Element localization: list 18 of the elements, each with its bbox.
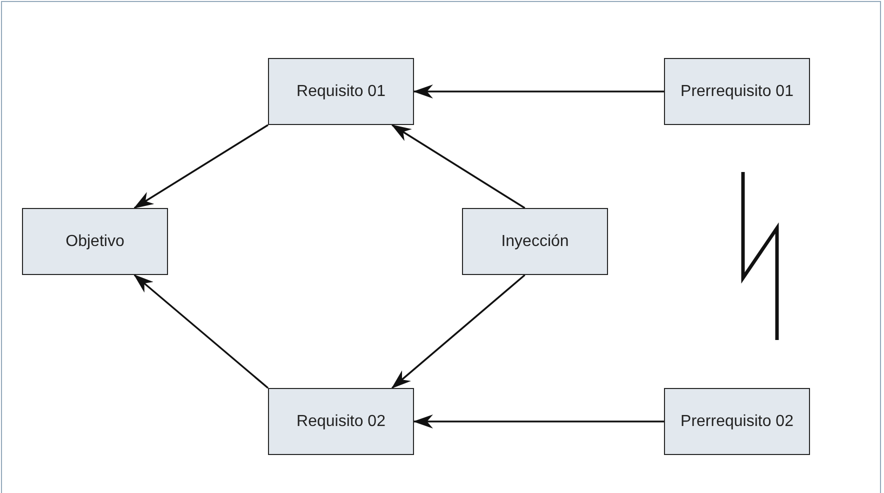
arrow (391, 274, 526, 389)
process-box (664, 388, 810, 455)
node-label: Prerrequisito 01 (680, 82, 794, 100)
arrow (134, 274, 269, 389)
arrow (413, 414, 664, 428)
process-box (268, 58, 414, 125)
arrow (134, 124, 268, 209)
process-box (462, 208, 608, 275)
process-box (664, 58, 810, 125)
arrow (413, 84, 664, 98)
node-label: Requisito 01 (296, 82, 386, 100)
node-label: Inyección (501, 232, 569, 250)
node-label: Requisito 02 (296, 412, 386, 430)
arrow (391, 124, 526, 209)
process-box (22, 208, 168, 275)
process-box (268, 388, 414, 455)
node-label: Prerrequisito 02 (680, 412, 794, 430)
node-label: Objetivo (66, 232, 124, 250)
